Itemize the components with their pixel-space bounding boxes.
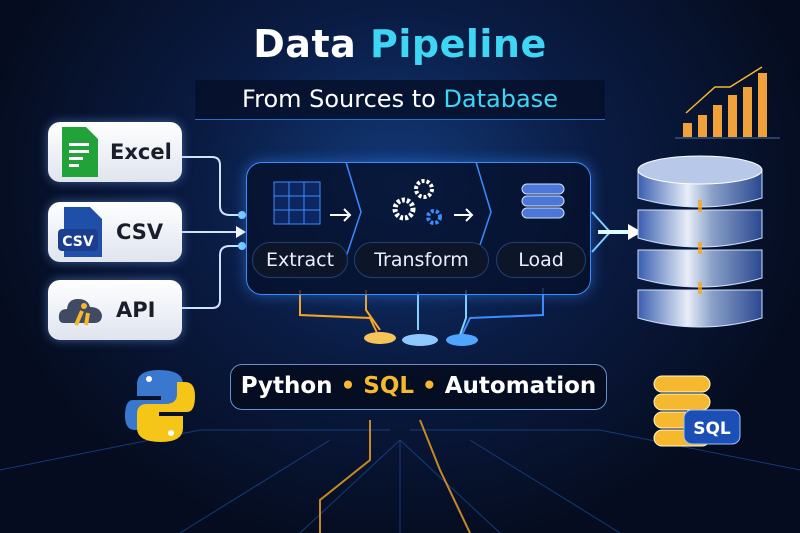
database-cylinder-icon [637, 155, 763, 328]
stage-extract: Extract [252, 242, 348, 278]
cloud-api-icon [58, 299, 102, 326]
tech-stack-bar: Python•SQL•Automation [230, 364, 607, 410]
source-excel: Excel [48, 122, 182, 182]
stage-transform: Transform [354, 242, 489, 278]
excel-file-icon [62, 127, 98, 177]
python-logo-icon [125, 370, 195, 442]
subtitle: From Sources to Database [195, 80, 605, 120]
growth-chart-icon [675, 66, 780, 139]
svg-text:SQL: SQL [693, 419, 731, 439]
arrow-icon [454, 208, 474, 222]
svg-text:CSV: CSV [62, 234, 94, 250]
grid-icon [273, 181, 321, 225]
database-icon [521, 183, 565, 219]
csv-file-icon: CSV [58, 207, 102, 257]
arrow-icon [330, 208, 352, 222]
page-title: Data Pipeline [253, 22, 547, 66]
source-api: API [48, 280, 182, 340]
stage-icons [273, 162, 565, 258]
stage-load: Load [496, 242, 586, 278]
gears-icon [392, 179, 442, 225]
source-csv: CSV CSV [48, 202, 182, 262]
sql-database-icon: SQL [653, 375, 741, 447]
